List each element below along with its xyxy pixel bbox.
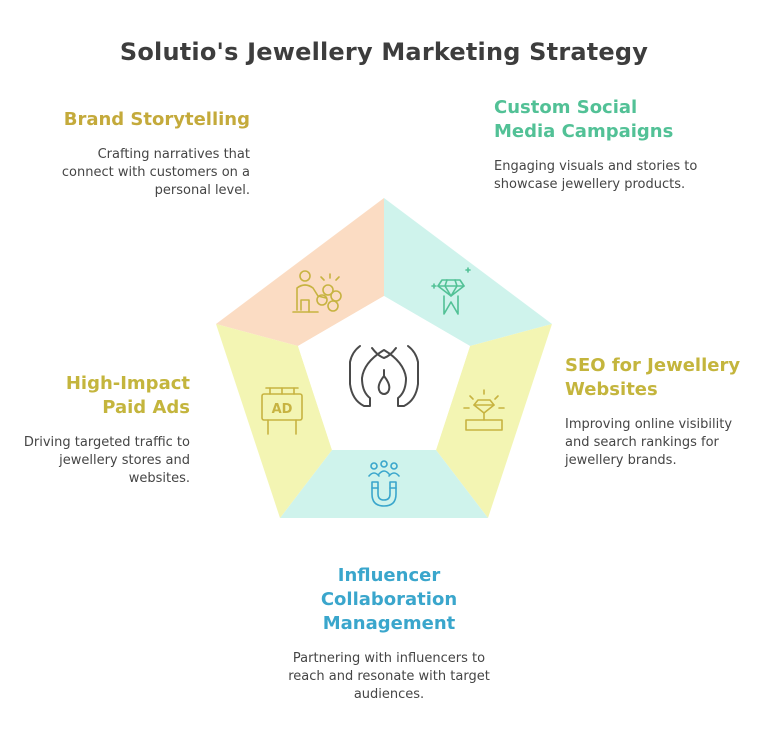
storyteller-icon	[292, 270, 342, 313]
billboard-ad-icon	[261, 387, 303, 435]
influencer-title: Influencer Collaboration Management	[320, 565, 458, 634]
storytelling-description: Crafting narratives that connect with cu…	[61, 147, 250, 198]
necklace-icon	[349, 345, 419, 407]
seo-block: SEO for Jewellery Websites Improving onl…	[565, 354, 755, 470]
storytelling-title: Brand Storytelling	[63, 109, 250, 130]
ads-description: Driving targeted traffic to jewellery st…	[23, 435, 190, 486]
segment-storytelling	[216, 198, 384, 346]
diamond-icon	[431, 267, 471, 315]
social-description: Engaging visuals and stories to showcase…	[494, 159, 698, 192]
influencer-block: Influencer Collaboration Management Part…	[279, 564, 499, 704]
segment-ads	[216, 324, 332, 518]
segment-influencer	[280, 450, 488, 518]
storytelling-block: Brand Storytelling Crafting narratives t…	[60, 108, 250, 200]
spotlight-gem-icon	[463, 389, 505, 431]
ads-title: High-Impact Paid Ads	[65, 373, 190, 418]
influencer-description: Partnering with influencers to reach and…	[288, 651, 490, 702]
seo-title: SEO for Jewellery Websites	[565, 355, 741, 400]
social-block: Custom Social Media Campaigns Engaging v…	[494, 96, 704, 194]
billboard-ad-text: AD	[272, 402, 293, 417]
magnet-people-icon	[368, 460, 400, 507]
page-title: Solutio's Jewellery Marketing Strategy	[119, 38, 649, 66]
seo-description: Improving online visibility and search r…	[565, 417, 733, 468]
social-title: Custom Social Media Campaigns	[494, 97, 674, 142]
segment-seo	[436, 324, 552, 518]
ads-block: High-Impact Paid Ads Driving targeted tr…	[20, 372, 190, 488]
